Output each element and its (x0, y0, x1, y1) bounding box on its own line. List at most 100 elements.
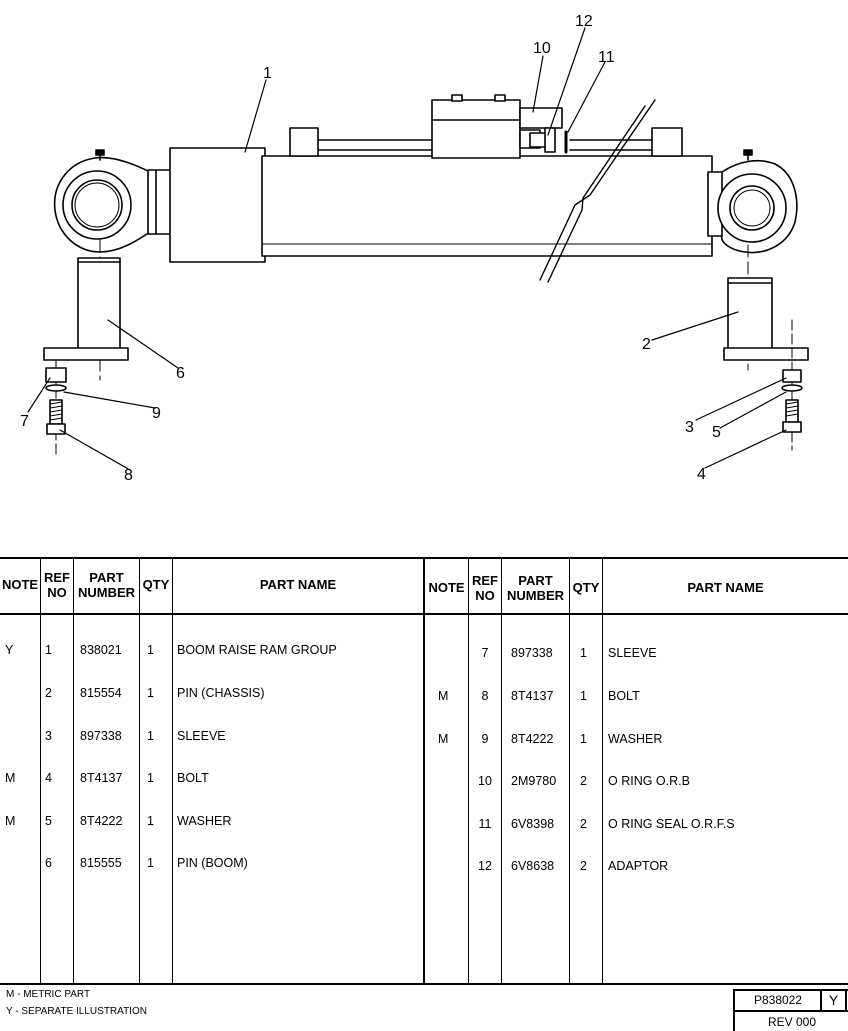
table-cell (5, 729, 19, 743)
table-cell: 1 (580, 731, 587, 746)
table-cell: O RING SEAL O.R.F.S (608, 816, 735, 831)
header-part-name-right: PART NAME (687, 580, 764, 595)
pin-chassis (723, 244, 809, 371)
left-part-name-column: BOOM RAISE RAM GROUP PIN (CHASSIS) SLEEV… (177, 615, 337, 899)
metric-part-note: M - METRIC PART (6, 989, 91, 1000)
table-cell: WASHER (177, 813, 232, 828)
table-cell: 4 (45, 771, 52, 786)
table-cell: BOLT (608, 689, 640, 703)
table-cell: 815555 (80, 856, 122, 871)
table-cell: 8T4137 (80, 771, 123, 786)
table-cell: 8T4137 (511, 689, 554, 703)
table-cell: 2 (580, 816, 587, 831)
table-cell: O RING O.R.B (608, 774, 690, 789)
table-cell: 1 (147, 686, 154, 700)
right-part-name-column: SLEEVE BOLT WASHER O RING O.R.B O RING S… (608, 618, 735, 902)
table-cell: 6 (45, 856, 52, 871)
table-cell: 8 (481, 689, 489, 703)
table-cell: 838021 (80, 643, 122, 658)
table-cell: 1 (45, 643, 52, 658)
callout-2: 2 (642, 336, 651, 353)
table-cell: ADAPTOR (608, 859, 669, 874)
table-cell: 10 (478, 774, 492, 789)
header-part-name-left: PART NAME (259, 577, 337, 592)
left-rod-eye (53, 149, 173, 253)
table-cell: 1 (580, 689, 587, 703)
table-cell: M (5, 813, 16, 828)
table-cell: 8T4222 (80, 813, 123, 828)
header-note-left: NOTE (1, 577, 39, 592)
callout-8: 8 (124, 467, 133, 484)
table-cell: M (438, 731, 449, 746)
table-cell: 7 (481, 646, 489, 661)
table-cell (438, 859, 452, 873)
table-cell: PIN (BOOM) (177, 856, 248, 871)
table-cell: M (5, 771, 16, 786)
callout-11: 11 (598, 49, 615, 66)
right-ref-column: 7 8 9 10 11 12 (474, 618, 496, 902)
callout-1: 1 (263, 65, 272, 82)
table-cell (5, 856, 19, 870)
table-cell: 2 (580, 774, 587, 789)
header-part-number-right: PART NUMBER (506, 573, 565, 603)
header-ref-right: REF NO (472, 573, 498, 603)
table-cell: 2 (580, 859, 587, 874)
header-part-number-left: PART NUMBER (77, 570, 136, 600)
table-cell: 9 (481, 731, 489, 746)
header-qty-right: QTY (572, 580, 600, 595)
header-qty-left: QTY (142, 577, 170, 592)
left-qty-column: 1 1 1 1 1 1 (147, 615, 161, 899)
table-cell: 897338 (80, 728, 122, 743)
table-cell (5, 686, 19, 700)
table-cell: 1 (147, 643, 154, 658)
table-cell: 8T4222 (511, 731, 554, 746)
left-note-column: Y M M (5, 615, 19, 899)
exploded-parts-drawing: 1 2 3 4 5 6 7 8 9 10 11 12 (20, 13, 809, 484)
callout-7: 7 (20, 413, 29, 430)
table-cell: WASHER (608, 731, 663, 746)
table-cell: M (438, 689, 449, 703)
cylinder-barrel (169, 94, 713, 263)
page-code: P838022 (753, 993, 803, 1007)
table-cell: 2 (45, 686, 52, 700)
table-cell: SLEEVE (177, 728, 226, 743)
right-fasteners (781, 319, 803, 451)
table-cell: 1 (147, 771, 154, 786)
table-cell: 12 (478, 859, 492, 874)
page-footer: M - METRIC PART Y - SEPARATE ILLUSTRATIO… (0, 985, 848, 1031)
right-part-number-column: 897338 8T4137 8T4222 2M9780 6V8398 6V863… (511, 618, 556, 902)
left-part-number-column: 838021 815554 897338 8T4137 8T4222 81555… (80, 615, 122, 899)
parts-list-table: NOTE REF NO PART NUMBER QTY PART NAME NO… (0, 557, 848, 987)
table-cell: 815554 (80, 686, 122, 700)
callout-6: 6 (176, 365, 185, 382)
header-ref-left: REF NO (44, 570, 70, 600)
right-qty-column: 1 1 1 2 2 2 (580, 618, 594, 902)
callout-10: 10 (533, 40, 551, 57)
left-ref-column: 1 2 3 4 5 6 (45, 615, 59, 899)
table-cell: PIN (CHASSIS) (177, 686, 265, 700)
table-cell: 6V8398 (511, 816, 555, 831)
right-rod-eye (707, 149, 798, 254)
callout-3: 3 (685, 419, 694, 436)
table-cell: 2M9780 (511, 774, 557, 789)
table-cell: BOLT (177, 771, 209, 786)
leader-lines (27, 27, 787, 471)
table-cell (438, 646, 452, 660)
page-flag: Y (828, 992, 839, 1008)
callout-4: 4 (697, 466, 706, 483)
callout-5: 5 (712, 424, 721, 441)
callout-numbers: 1 2 3 4 5 6 7 8 9 10 11 12 (20, 13, 721, 484)
table-cell: 11 (478, 816, 492, 831)
callout-9: 9 (152, 405, 161, 422)
table-cell (438, 774, 452, 788)
separate-illustration-note: Y - SEPARATE ILLUSTRATION (6, 1006, 147, 1017)
table-cell: SLEEVE (608, 646, 657, 661)
table-cell: 1 (147, 728, 154, 743)
right-note-column: M M (438, 618, 452, 902)
table-cell: Y (5, 643, 14, 658)
table-cell: 6V8638 (511, 859, 555, 874)
table-cell: 1 (147, 856, 154, 871)
table-cell: 897338 (511, 646, 553, 661)
table-cell: 1 (580, 646, 587, 661)
table-cell (438, 817, 452, 831)
